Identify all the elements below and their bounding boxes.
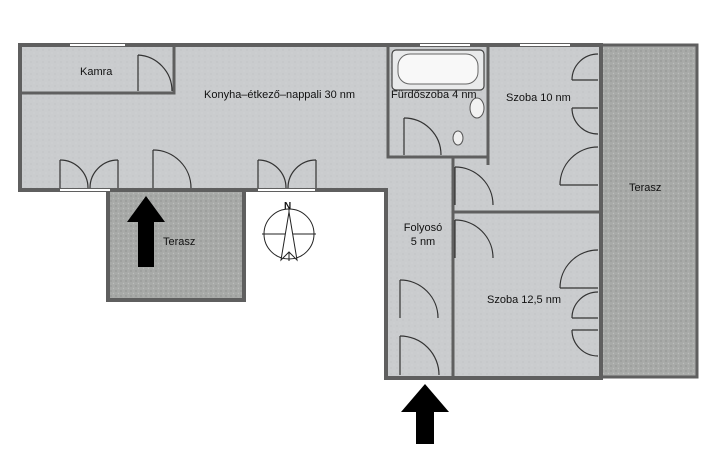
room-label-kamra: Kamra xyxy=(80,66,113,78)
entry-arrow-icon xyxy=(127,196,165,267)
door-swings xyxy=(59,53,599,376)
toilet-icon xyxy=(452,130,464,146)
room-label-folyoso: Folyosó xyxy=(403,222,443,234)
compass-icon xyxy=(262,207,316,262)
floor-area xyxy=(20,45,600,378)
terrace-small xyxy=(106,188,246,302)
room-label-folyoso-area: 5 nm xyxy=(410,236,436,248)
room-label-terasz-east: Terasz xyxy=(629,182,662,194)
room-label-terasz-small: Terasz xyxy=(163,236,196,248)
main-entrance-arrow-icon xyxy=(401,384,449,444)
room-label-szoba10: Szoba 10 nm xyxy=(506,92,571,104)
terrace-east xyxy=(599,43,699,379)
sink-icon xyxy=(469,97,485,119)
compass-letter: N xyxy=(284,201,292,212)
room-label-furdo: Fürdőszoba 4 nm xyxy=(391,89,477,101)
walls xyxy=(18,43,603,380)
window-marks xyxy=(60,44,570,191)
room-label-konyha: Konyha–étkező–nappali 30 nm xyxy=(204,89,356,101)
room-label-szoba125: Szoba 12,5 nm xyxy=(487,294,561,306)
bathtub-icon xyxy=(391,49,485,91)
